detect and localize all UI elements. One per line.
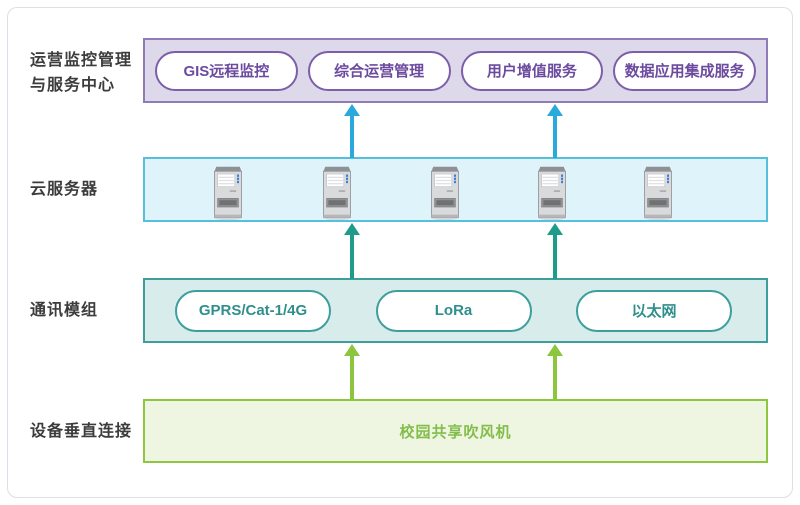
device-band-text: 校园共享吹风机	[399, 423, 512, 441]
server-icon	[214, 166, 242, 221]
arrow-shaft	[350, 235, 354, 279]
arrow-shaft	[553, 356, 557, 400]
arrow-head	[344, 104, 360, 116]
arrow-head	[547, 223, 563, 235]
row-label-device: 设备垂直连接	[30, 423, 133, 440]
arrow-shaft	[350, 116, 354, 158]
row-label-operations: 运营监控管理 与服务中心	[30, 49, 132, 99]
arrow-shaft	[553, 235, 557, 279]
server-icon	[431, 166, 459, 221]
pill-lora: LoRa	[375, 289, 532, 332]
device-band: 校园共享吹风机	[143, 399, 768, 463]
row-label-comm: 通讯模组	[30, 302, 99, 319]
pill-user-value-added-services: 用户增值服务	[460, 50, 604, 91]
pill-ethernet: 以太网	[576, 289, 732, 332]
row-label-operations-line2: 与服务中心	[30, 76, 116, 94]
arrow-head	[344, 223, 360, 235]
arrow-head	[547, 344, 563, 356]
server-icon	[323, 166, 351, 221]
pill-data-application-integration: 数据应用集成服务	[613, 50, 756, 91]
server-icon	[644, 166, 672, 221]
operations-band: GIS远程监控 综合运营管理 用户增值服务 数据应用集成服务	[143, 38, 768, 103]
arrow-up-comm-to-cloud-left	[343, 223, 361, 279]
arrow-head	[547, 104, 563, 116]
arrow-up-device-to-comm-left	[343, 344, 361, 400]
arrow-shaft	[350, 356, 354, 400]
row-label-cloud: 云服务器	[30, 181, 99, 198]
arrow-shaft	[553, 116, 557, 158]
pill-integrated-operations: 综合运营管理	[307, 50, 451, 91]
arrow-up-comm-to-cloud-right	[546, 223, 564, 279]
pill-gprs-cat1-4g: GPRS/Cat-1/4G	[175, 289, 331, 332]
row-label-operations-line1: 运营监控管理	[30, 52, 133, 69]
arrow-head	[344, 344, 360, 356]
arrow-up-cloud-to-ops-right	[546, 104, 564, 158]
comm-module-band: GPRS/Cat-1/4G LoRa 以太网	[143, 278, 768, 343]
arrow-up-device-to-comm-right	[546, 344, 564, 400]
server-icon	[538, 166, 566, 221]
cloud-server-band	[143, 157, 768, 222]
arrow-up-cloud-to-ops-left	[343, 104, 361, 158]
pill-gis-remote-monitoring: GIS远程监控	[155, 50, 298, 91]
